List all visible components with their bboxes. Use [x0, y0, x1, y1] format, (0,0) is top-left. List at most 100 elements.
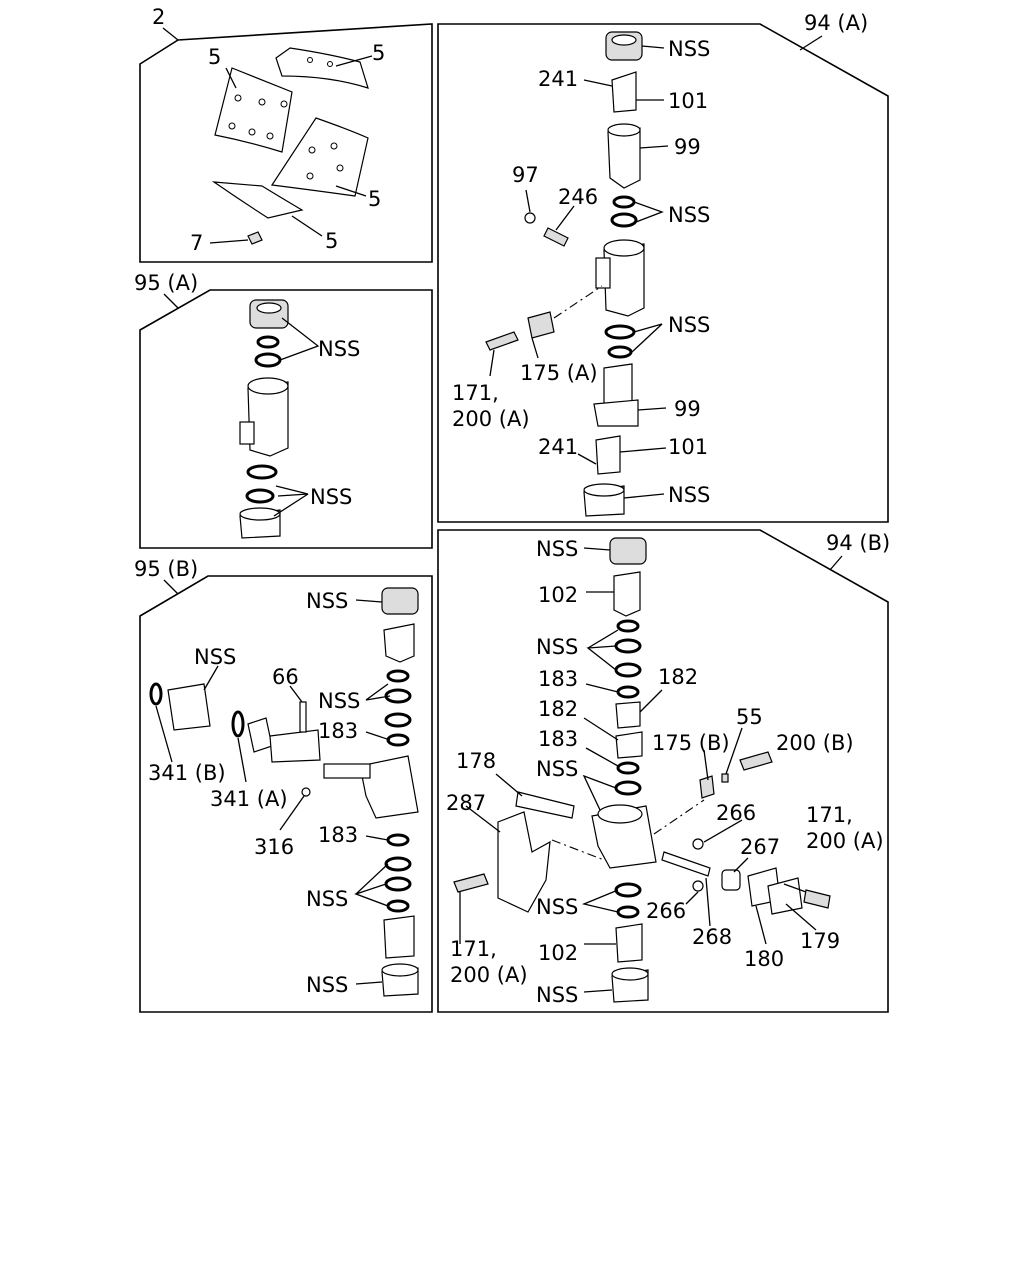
- leaders-panel-95a: [273, 317, 320, 517]
- label-341b: 341 (B): [148, 761, 226, 785]
- label-267: 267: [740, 835, 780, 859]
- label-5-b: 5: [372, 41, 385, 65]
- boot-part: [167, 683, 211, 731]
- lever-part-268: [661, 851, 711, 877]
- sector-shaft-99-top: [607, 127, 641, 189]
- label-241-a: 241: [538, 67, 578, 91]
- bracket-part-175a: [527, 311, 555, 339]
- panel-94b-id: 94 (B): [826, 531, 890, 555]
- panel-94a: 94 (A): [437, 11, 889, 523]
- brake-shoe-lining-1: [214, 67, 293, 153]
- label-nss-2: NSS: [536, 635, 578, 659]
- label-nss-1: NSS: [318, 337, 360, 361]
- label-55: 55: [736, 705, 763, 729]
- label-182-b: 182: [538, 697, 578, 721]
- label-nss-3: NSS: [668, 313, 710, 337]
- label-99-b: 99: [674, 397, 701, 421]
- label-nss-5: NSS: [306, 973, 348, 997]
- label-171-b: 171,: [450, 937, 497, 961]
- sector-shaft-99-bottom: [603, 363, 633, 405]
- label-nss-5: NSS: [536, 983, 578, 1007]
- label-97: 97: [512, 163, 539, 187]
- label-nss-4: NSS: [306, 887, 348, 911]
- label-200a-b: 200 (A): [450, 963, 528, 987]
- label-99-a: 99: [674, 135, 701, 159]
- label-287: 287: [446, 791, 486, 815]
- label-5-c: 5: [368, 187, 381, 211]
- bracket-part-175b: [699, 775, 715, 799]
- label-7: 7: [190, 231, 203, 255]
- bolt-part-171b: [803, 889, 831, 909]
- nut-part-266b: [692, 880, 704, 892]
- panel-95a: 95 (A) NSS NSS: [134, 271, 433, 549]
- panel-94a-frame: [437, 23, 889, 523]
- valve-housing-part: [359, 755, 419, 819]
- nut-part-97: [524, 212, 536, 224]
- label-101-a: 101: [668, 89, 708, 113]
- nut-part-182: [615, 701, 641, 729]
- label-nss-1: NSS: [668, 37, 710, 61]
- label-266-b: 266: [646, 899, 686, 923]
- label-182-a: 182: [658, 665, 698, 689]
- panel-2-id: 2: [152, 5, 165, 29]
- label-102-b: 102: [538, 941, 578, 965]
- plug-part-bottom: [383, 915, 415, 959]
- label-183-b: 183: [318, 823, 358, 847]
- label-nss-2: NSS: [668, 203, 710, 227]
- shaft-part: [323, 763, 371, 779]
- label-200a: 200 (A): [452, 407, 530, 431]
- plug-part-102-bottom: [615, 923, 643, 963]
- label-nss-3: NSS: [318, 689, 360, 713]
- label-183-a: 183: [538, 667, 578, 691]
- label-66: 66: [272, 665, 299, 689]
- label-nss-3: NSS: [536, 757, 578, 781]
- label-178: 178: [456, 749, 496, 773]
- label-nss-1: NSS: [306, 589, 348, 613]
- panel-95b-frame: [139, 575, 433, 1013]
- bolt-part-171: [485, 331, 519, 351]
- label-5-d: 5: [325, 229, 338, 253]
- label-171: 171,: [452, 381, 499, 405]
- label-nss-2: NSS: [194, 645, 236, 669]
- brake-shoe-lining-2: [275, 47, 369, 89]
- panel-95b: 95 (B): [134, 557, 433, 1013]
- label-316: 316: [254, 835, 294, 859]
- label-175b: 175 (B): [652, 731, 730, 755]
- panel-94a-id: 94 (A): [804, 11, 868, 35]
- label-171-a: 171,: [806, 803, 853, 827]
- brake-shoe-lining-3: [270, 117, 369, 197]
- bushing-part-267: [721, 869, 741, 891]
- label-268: 268: [692, 925, 732, 949]
- plug-part-101: [611, 71, 637, 113]
- label-200b: 200 (B): [776, 731, 854, 755]
- label-175a: 175 (A): [520, 361, 598, 385]
- shaft-part-178: [515, 791, 575, 819]
- panel-95b-id: 95 (B): [134, 557, 198, 581]
- plug-part-102: [613, 571, 641, 617]
- label-179: 179: [800, 929, 840, 953]
- label-200a-a: 200 (A): [806, 829, 884, 853]
- spring-part-246: [543, 227, 569, 247]
- label-266-a: 266: [716, 801, 756, 825]
- clip-part-316: [301, 787, 311, 797]
- label-102-a: 102: [538, 583, 578, 607]
- leaders-panel-94a: [489, 45, 669, 499]
- seal-part-top: [609, 537, 647, 565]
- panel-2: 2 5 5 5 5 7: [139, 5, 433, 263]
- panel-95a-id: 95 (A): [134, 271, 198, 295]
- rivet-part: [247, 231, 263, 245]
- pin-part-66: [299, 701, 307, 733]
- bolt-part-200b: [739, 751, 773, 771]
- cover-part-287: [497, 811, 551, 913]
- plug-part-182: [615, 731, 643, 759]
- plug-part-101-bottom: [595, 435, 621, 475]
- nut-part-266a: [692, 838, 704, 850]
- label-246: 246: [558, 185, 598, 209]
- label-341a: 341 (A): [210, 787, 288, 811]
- clip-part-55: [721, 773, 729, 783]
- label-nss-1: NSS: [536, 537, 578, 561]
- label-183-b: 183: [538, 727, 578, 751]
- plug-part: [383, 623, 415, 663]
- label-101-b: 101: [668, 435, 708, 459]
